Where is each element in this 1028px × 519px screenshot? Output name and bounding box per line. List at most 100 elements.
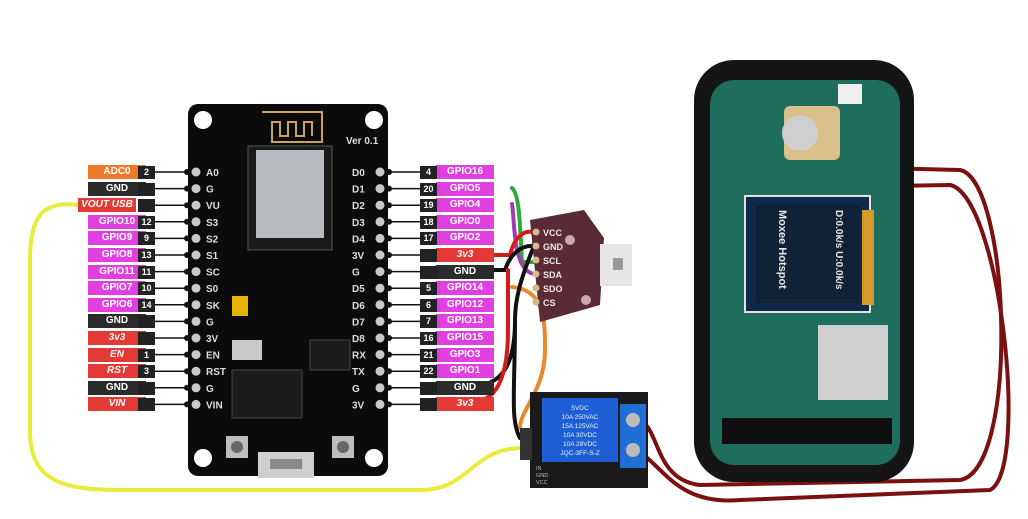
relay-marking: JQC-3FF-S-Z xyxy=(560,450,599,457)
pin-label-gpio6: GPIO6 xyxy=(88,297,146,312)
pin-silk-label: TX xyxy=(352,367,365,378)
pin-hole xyxy=(191,250,201,260)
pin-label-gpio3: GPIO3 xyxy=(436,347,494,362)
pin-label-vin: VIN xyxy=(88,397,146,412)
pin-silk-label: S2 xyxy=(206,234,219,245)
pin-silk-label: D3 xyxy=(352,218,365,229)
pin-hole xyxy=(184,268,190,275)
pin-number: 9 xyxy=(138,232,155,246)
pressure-sensor-board xyxy=(530,210,632,322)
pin-number: 10 xyxy=(138,282,155,296)
pin-label-gpio11: GPIO11 xyxy=(88,264,146,279)
sensor-pin xyxy=(532,228,540,236)
wire-vout-usb xyxy=(28,202,522,492)
pin-hole xyxy=(386,368,392,375)
nodemcu-board xyxy=(188,104,388,478)
pin-number: 18 xyxy=(420,215,437,229)
pin-hole xyxy=(191,316,201,326)
pin-hole xyxy=(375,184,385,194)
pin-number xyxy=(138,381,155,395)
pin-silk-label: 3V xyxy=(206,334,219,345)
pin-silk-label: SK xyxy=(206,301,221,312)
pin-number: 11 xyxy=(138,265,155,279)
pin-hole xyxy=(375,316,385,326)
pin-hole xyxy=(184,202,190,209)
pin-hole xyxy=(184,384,190,391)
pin-silk-label: G xyxy=(352,384,360,395)
sensor-pin xyxy=(532,242,540,250)
pin-hole xyxy=(191,167,201,177)
pin-hole xyxy=(386,384,392,391)
hotspot-title: Moxee Hotspot xyxy=(776,210,788,289)
pin-label-gpio12: GPIO12 xyxy=(436,297,494,312)
pin-silk-label: G xyxy=(206,384,214,395)
pin-silk-label: G xyxy=(352,268,360,279)
pin-hole xyxy=(386,202,392,209)
sensor-pin-label: VCC xyxy=(543,228,563,238)
pin-hole xyxy=(375,333,385,343)
pin-hole xyxy=(184,401,190,408)
sensor-pin xyxy=(532,270,540,278)
pin-number: 22 xyxy=(420,365,437,379)
pin-label-gnd: GND xyxy=(436,264,494,279)
pin-hole xyxy=(184,235,190,242)
pin-silk-label: D5 xyxy=(352,284,365,295)
pin-hole xyxy=(375,250,385,260)
pin-hole xyxy=(386,252,392,258)
pin-silk-label: S1 xyxy=(206,251,219,262)
pin-hole xyxy=(184,335,190,341)
pin-label-gpio7: GPIO7 xyxy=(88,281,146,296)
pin-number: 19 xyxy=(420,199,437,213)
pin-hole xyxy=(191,333,201,343)
pin-silk-label: 3V xyxy=(352,400,365,411)
pin-number: 13 xyxy=(138,249,155,262)
relay-marking: 10A 30VDC xyxy=(563,432,597,439)
pin-number xyxy=(420,249,437,262)
relay-marking: 5VDC xyxy=(571,405,589,412)
pin-silk-label: EN xyxy=(206,351,220,362)
pin-hole xyxy=(386,301,392,308)
pin-hole xyxy=(184,252,190,258)
pin-number xyxy=(138,199,155,213)
pin-hole xyxy=(191,383,201,393)
hotspot-device xyxy=(694,60,914,482)
pin-silk-label: D0 xyxy=(352,168,365,179)
pin-silk-label: A0 xyxy=(206,168,219,179)
wire-gnd-relay xyxy=(470,244,536,440)
pin-silk-label: S0 xyxy=(206,284,219,295)
pin-number: 14 xyxy=(138,298,155,312)
pin-label-gpio4: GPIO4 xyxy=(436,198,494,213)
pin-label-gpio10: GPIO10 xyxy=(88,214,146,229)
pin-label-3v3: 3v3 xyxy=(436,248,494,262)
relay-marking: 15A 125VAC xyxy=(562,423,599,430)
pin-label-gpio14: GPIO14 xyxy=(436,281,494,296)
pin-silk-label: D8 xyxy=(352,334,365,345)
pin-hole xyxy=(191,366,201,376)
pin-label-gnd: GND xyxy=(88,314,146,329)
pin-silk-label: G xyxy=(206,185,214,196)
sensor-pin-label: SDO xyxy=(543,284,563,294)
pin-hole xyxy=(191,300,201,310)
pin-hole xyxy=(386,185,392,192)
pin-silk-label: S3 xyxy=(206,218,219,229)
pin-number xyxy=(420,381,437,395)
relay-pin-label: GND xyxy=(536,473,548,479)
sensor-pin-label: CS xyxy=(543,298,556,308)
pin-hole xyxy=(386,169,392,175)
pin-hole xyxy=(184,318,190,325)
pin-number: 2 xyxy=(138,166,155,179)
pin-number: 3 xyxy=(138,365,155,379)
pin-hole xyxy=(386,235,392,242)
relay-pin-label: VCC xyxy=(536,480,548,486)
pin-silk-label: D4 xyxy=(352,234,365,245)
pin-silk-label: D7 xyxy=(352,317,365,328)
pin-number xyxy=(138,315,155,329)
pin-label-gpio9: GPIO9 xyxy=(88,231,146,246)
pin-hole xyxy=(386,268,392,275)
pin-label-gpio0: GPIO0 xyxy=(436,214,494,229)
pin-number: 4 xyxy=(420,166,437,179)
pin-hole xyxy=(386,318,392,325)
